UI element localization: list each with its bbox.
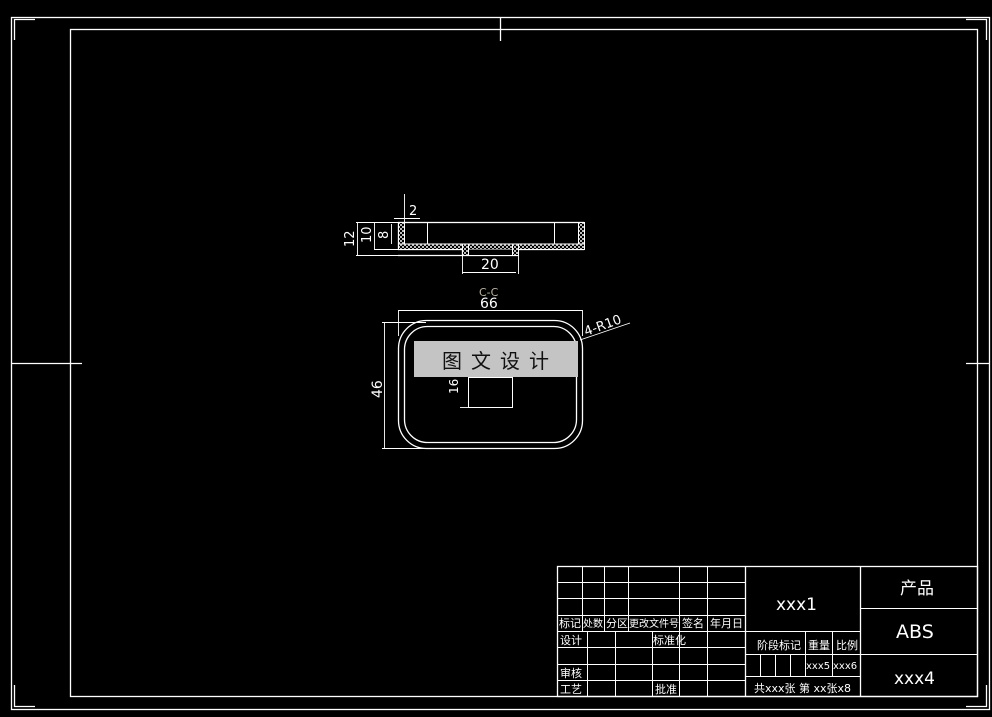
hatch-boss-right (512, 243, 519, 256)
dim-corner-radius: 4-R10 (582, 312, 623, 339)
watermark-banner: 图文设计 (414, 341, 578, 377)
dim-boss-width: 20 (481, 257, 499, 273)
section-view: 2 12 10 8 20 (343, 194, 585, 274)
section-label: C-C (479, 286, 499, 299)
label-scale: 比例 (836, 638, 858, 652)
header-mark: 标记 (559, 616, 581, 630)
outer-contour (397, 319, 584, 450)
label-weight: 重量 (808, 638, 830, 652)
product-label: 产品 (900, 579, 934, 599)
dim-height: 46 (370, 380, 386, 398)
title-block: 标记 处数 分区 更改文件号 签名 年月日 设计 标准化 审核 工艺 批准 xx… (556, 565, 979, 698)
inner-contour (403, 325, 578, 444)
header-date: 年月日 (710, 616, 743, 630)
label-review: 审核 (560, 666, 582, 680)
weight-value: xxx5 (806, 661, 830, 672)
dim-wall-thickness: 2 (409, 204, 417, 219)
hatch-boss-left (462, 243, 469, 256)
sheet-info: 共xxx张 第 xx张x8 (754, 681, 851, 695)
label-standardization: 标准化 (653, 633, 686, 647)
leader-line (579, 322, 631, 341)
dim-height-inner: 8 (377, 231, 392, 239)
corner-mark-tr (966, 18, 988, 40)
header-change-doc: 更改文件号 (629, 617, 679, 630)
header-zone: 分区 (606, 617, 628, 630)
dim-height-mid: 10 (360, 226, 375, 243)
corner-mark-br (966, 685, 988, 708)
dim-height-total: 12 (343, 230, 358, 247)
drawing-frame (10, 16, 991, 711)
header-signature: 签名 (682, 616, 704, 630)
scale-value: xxx6 (833, 661, 857, 672)
drawing-number: xxx4 (894, 669, 935, 689)
label-stage-mark: 阶段标记 (757, 638, 801, 652)
slot-outline (468, 377, 513, 408)
label-process: 工艺 (560, 683, 582, 696)
hatch-floor (398, 243, 585, 250)
boss-cavity (469, 249, 512, 255)
drawing-name: xxx1 (776, 595, 817, 615)
dim-slot: 16 (447, 379, 461, 394)
corner-mark-tl (13, 18, 35, 40)
label-design: 设计 (560, 634, 582, 647)
corner-mark-bl (13, 685, 35, 708)
dim-width: 66 (480, 296, 498, 312)
watermark-text: 图文设计 (442, 348, 558, 373)
header-count: 处数 (583, 617, 603, 630)
material: ABS (896, 621, 934, 643)
label-approve: 批准 (655, 682, 677, 696)
